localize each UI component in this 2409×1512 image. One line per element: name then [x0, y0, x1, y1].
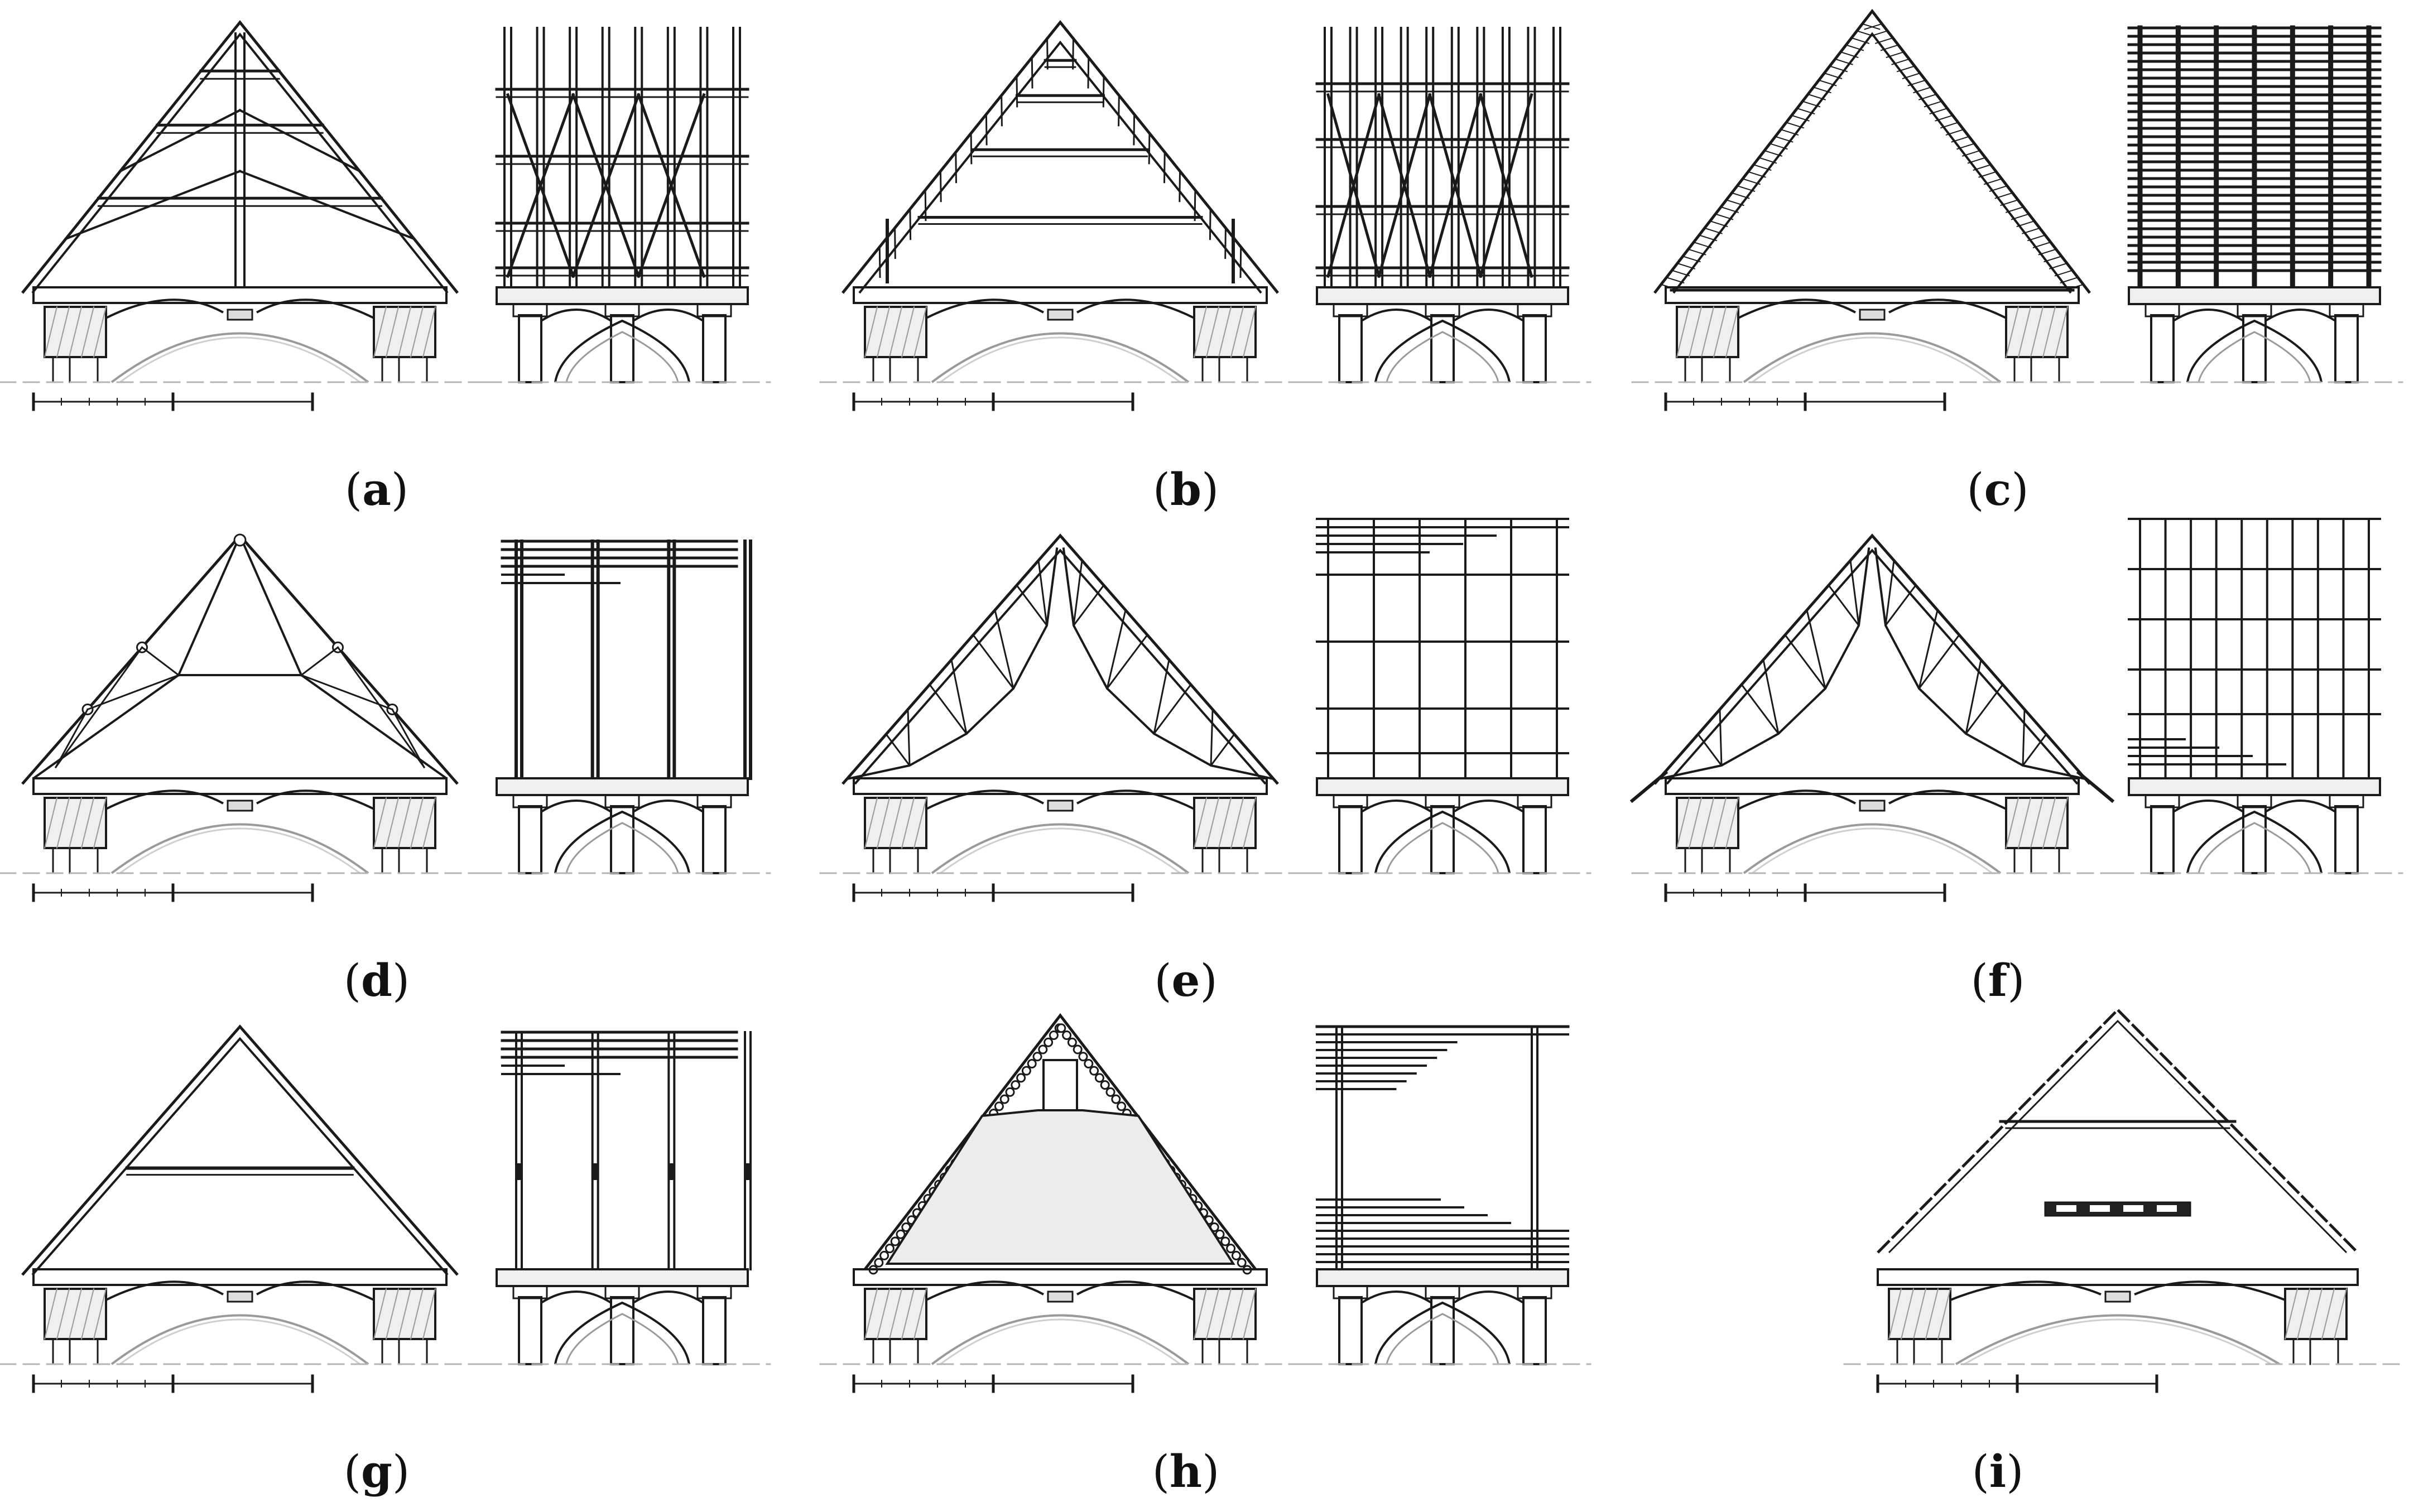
panel-c [1631, 8, 2403, 411]
panel-e-elevation [1305, 518, 1591, 874]
panel-label-b: (b) [1152, 463, 1219, 516]
panel-a-section [0, 20, 492, 411]
panel-a [0, 20, 771, 411]
panel-label-h: (h) [1152, 1445, 1220, 1497]
panel-i-section [1843, 1008, 2403, 1393]
panel-label-i: (i) [1972, 1445, 2024, 1497]
panel-b-elevation [1305, 27, 1591, 383]
panel-f [1629, 518, 2403, 902]
panel-f-section [1629, 533, 2124, 902]
panel-c-section [1631, 8, 2124, 411]
panel-b-section [819, 20, 1312, 411]
panel-label-f: (f) [1970, 954, 2025, 1007]
panel-h-elevation [1305, 1025, 1591, 1365]
panel-d-section [0, 533, 492, 902]
panel-label-g: (g) [343, 1445, 410, 1497]
panel-label-d: (d) [343, 954, 410, 1007]
panel-label-a: (a) [344, 463, 409, 516]
panel-g-elevation [484, 1031, 771, 1365]
panel-g-section [0, 1024, 492, 1393]
panel-label-c: (c) [1966, 463, 2029, 516]
panel-i [1843, 1008, 2403, 1393]
panel-e-section [819, 533, 1312, 902]
panel-c-elevation [2117, 25, 2403, 383]
panel-f-elevation [2117, 518, 2403, 874]
panel-h [819, 1013, 1591, 1393]
panel-h-section [819, 1013, 1312, 1393]
panel-a-elevation [484, 27, 771, 383]
panel-b [819, 20, 1591, 411]
panel-e [819, 518, 1591, 902]
panel-d-elevation [484, 540, 771, 874]
panel-d [0, 533, 771, 902]
panel-g [0, 1024, 771, 1393]
panel-label-e: (e) [1154, 954, 1218, 1007]
